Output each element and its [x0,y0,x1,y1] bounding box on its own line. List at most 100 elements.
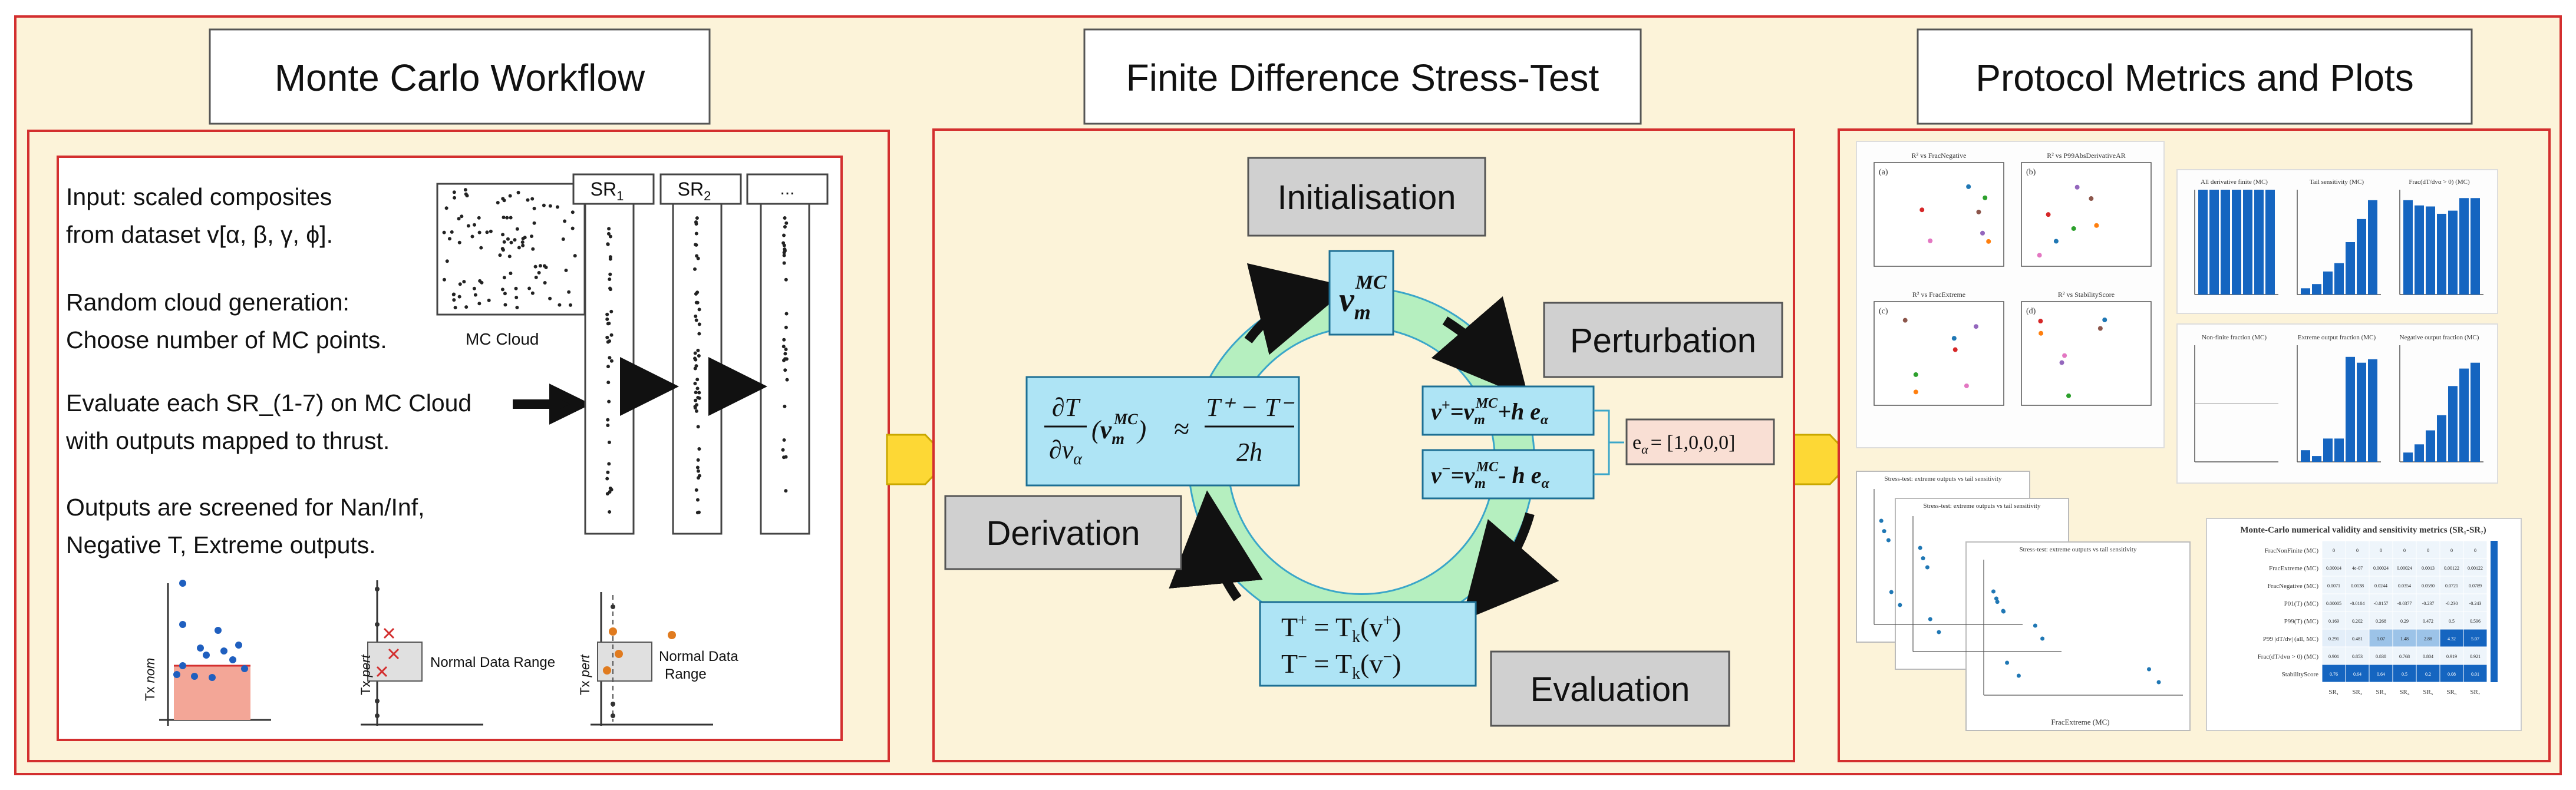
cloud-point [520,240,525,244]
metrics-cell-value: 0 [2474,548,2476,553]
svg-text:v+=vmMC+h eα: v+=vmMC+h eα [1431,396,1549,428]
bar [2471,362,2480,462]
svg-text:SR1: SR1 [591,179,624,203]
scatter-point [1928,238,1933,243]
bar-title: Frac(dT/dvα > 0) (MC) [2409,179,2470,186]
metrics-cell [2439,558,2464,577]
cloud-point [447,237,451,241]
svg-text:Tx nom: Tx nom [143,658,157,701]
cloud-point [453,196,457,200]
sr-point [782,438,786,442]
stress-point [1921,556,1925,561]
scatter-frame [1874,301,2004,406]
metrics-cell [2345,629,2370,647]
metrics-cell-value: 0.00024 [2397,566,2412,571]
sr-point [693,381,697,385]
cloud-point [442,277,446,282]
sr-point [694,409,698,413]
metrics-cell-value: 0.919 [2446,654,2457,659]
cloud-point [485,230,489,234]
metrics-cell [2439,629,2464,647]
metrics-cell [2345,611,2370,630]
metrics-cell [2392,558,2417,577]
mc-cloud-points [442,188,577,310]
svg-text:vmMC: vmMC [1339,272,1387,324]
sr-point [694,314,698,318]
bar [2232,190,2241,295]
sr-point [694,391,698,395]
metrics-col-header: SR₆ [2446,689,2456,696]
sr-point [608,272,612,276]
metrics-cell-value: 0.0013 [2422,566,2435,571]
metrics-cell [2369,611,2393,630]
cloud-point [517,246,521,250]
sr-point [782,338,786,342]
sr-point [693,356,697,361]
svg-text:≈: ≈ [1174,414,1189,445]
cloud-point [473,293,477,297]
sr-point [783,247,787,252]
sr-point [784,489,788,493]
cloud-point [514,286,518,290]
metrics-cell-value: -0.0104 [2350,601,2365,606]
sr-point [609,359,614,363]
bar [2323,271,2333,295]
mc-title-box [209,28,711,125]
sr-point [697,476,701,480]
metrics-cell-value: 0.00014 [2326,566,2341,571]
derivative-box [1025,376,1300,487]
sr-column-2 [672,203,723,535]
cloud-point [521,243,525,247]
cloud-point [457,217,461,221]
stress-point [2005,660,2010,665]
metrics-cell-value: 0.921 [2470,654,2481,659]
screen-point [375,587,380,591]
metrics-row-label: StabilityScore [2282,671,2318,678]
cloud-point [472,223,476,227]
screen-point [375,713,380,718]
screen-cross [383,627,395,639]
metrics-cell [2392,593,2417,612]
metrics-cell-value: 4e-07 [2352,566,2363,571]
metrics-cell-value: 0.202 [2352,619,2363,624]
metrics-cell [2463,558,2488,577]
cloud-point [503,292,507,296]
cloud-point [487,298,491,302]
metrics-cell [2321,611,2346,630]
bar-title: Negative output fraction (MC) [2400,334,2479,341]
thrust-eval-box [1259,601,1477,687]
bar [2415,205,2424,295]
cloud-point [457,240,461,244]
panel-finite-difference: Finite Difference Stress-Test vmMC Initi… [932,28,1795,762]
sr-point [783,216,787,220]
bar [2471,198,2480,295]
bar [2323,438,2333,462]
cloud-point [564,268,568,272]
metrics-cell-value: 0.804 [2423,654,2433,659]
e-bracket [1594,409,1624,475]
screen-point [615,650,623,658]
svg-text:Normal Data Range: Normal Data Range [430,655,555,670]
cloud-point [462,280,466,284]
bar [2368,359,2377,462]
sr-point [697,332,701,336]
cloud-point [543,281,547,285]
sr-point [696,469,700,473]
cloud-point [532,206,536,210]
metrics-cell-value: 0.5 [2449,619,2455,624]
mc-screen-plot-1: Tx nom [143,580,271,726]
bar-title: Extreme output fraction (MC) [2298,334,2376,341]
stress-point [1995,600,2000,604]
r2-scatter-plots: R² vs FracNegative(a)R² vs P99AbsDerivat… [1874,151,2152,406]
sr-point [783,225,787,229]
sr-header-2 [659,173,742,205]
sr-point [696,458,700,462]
mc-text-line: Outputs are screened for Nan/Inf, [66,494,425,521]
bar [2403,452,2413,462]
scatter-letter: (c) [1879,307,1888,316]
sr-point [697,510,701,514]
metrics-table-title: Monte-Carlo numerical validity and sensi… [2240,525,2486,535]
cloud-point [515,227,519,231]
sr-point [781,448,785,452]
